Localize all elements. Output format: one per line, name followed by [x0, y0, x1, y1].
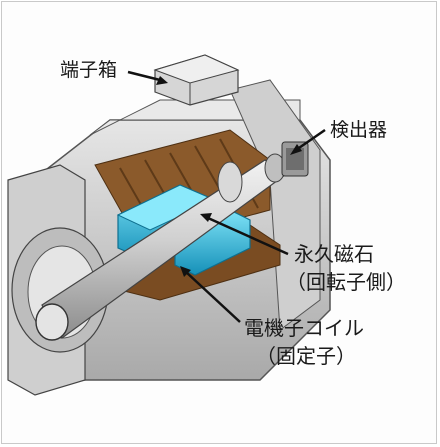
terminal-box-leader — [127, 70, 168, 85]
permanent-magnet-leader — [200, 213, 289, 256]
detector-label: 検出器 — [330, 119, 388, 141]
detector-leader — [290, 128, 326, 155]
armature-coil-leader — [180, 266, 241, 323]
terminal-box — [153, 54, 240, 106]
terminal-box-label: 端子箱 — [60, 59, 118, 81]
rotor-shaft — [35, 153, 287, 341]
permanent-magnet-label: 永久磁石 — [294, 242, 374, 266]
detector-encoder — [281, 141, 309, 177]
armature-coil-sublabel: （固定子） — [256, 344, 356, 368]
permanent-magnet-sublabel: （回転子側） — [286, 270, 406, 294]
armature-coil-label: 電機子コイル — [244, 316, 364, 340]
